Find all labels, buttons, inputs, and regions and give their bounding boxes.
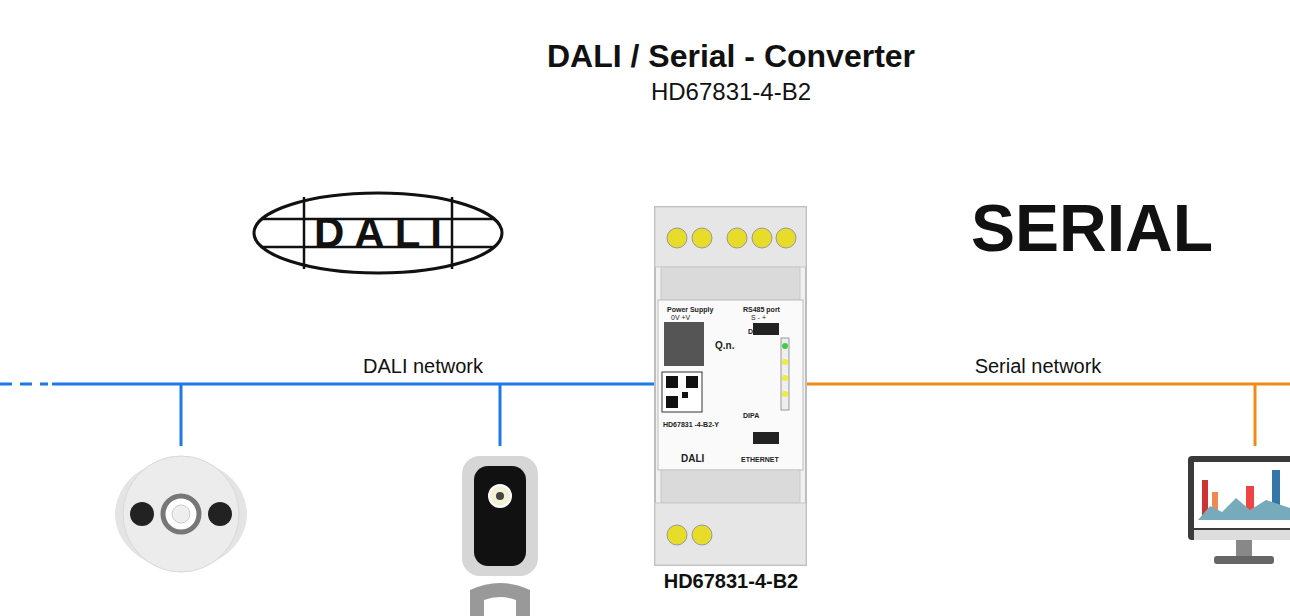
module-print: Q.n. xyxy=(715,340,734,351)
module-print: S - + xyxy=(751,314,766,321)
module-print: HD67831 -4-B2-Y xyxy=(663,421,719,428)
network-label: DALI network xyxy=(363,355,483,378)
subtitle: HD67831-4-B2 xyxy=(651,78,811,106)
module-print: 0V +V xyxy=(671,314,690,321)
dali-device xyxy=(462,456,538,616)
module-print: DALI xyxy=(681,453,704,464)
dali-logo: DALI xyxy=(252,191,504,275)
converter-module: Power Supply0V +V RS485 portS - + DIPB Q.n.… xyxy=(655,207,806,565)
dali-sensor xyxy=(115,456,247,572)
title: DALI / Serial - Converter xyxy=(547,38,915,75)
network-label: Serial network xyxy=(975,355,1102,378)
model-label: HD67831-4-B2 xyxy=(664,570,799,593)
module-print: ETHERNET xyxy=(741,456,779,463)
logo-text: DALI xyxy=(314,212,452,254)
module-print: Power Supply xyxy=(667,306,713,313)
module-print: DIPA xyxy=(743,412,759,419)
converter-module xyxy=(655,207,806,565)
monitor xyxy=(1188,456,1290,564)
protocol-name: SERIAL xyxy=(971,190,1213,266)
module-print: RS485 port xyxy=(743,306,780,313)
module-print: DIPB xyxy=(748,328,765,335)
